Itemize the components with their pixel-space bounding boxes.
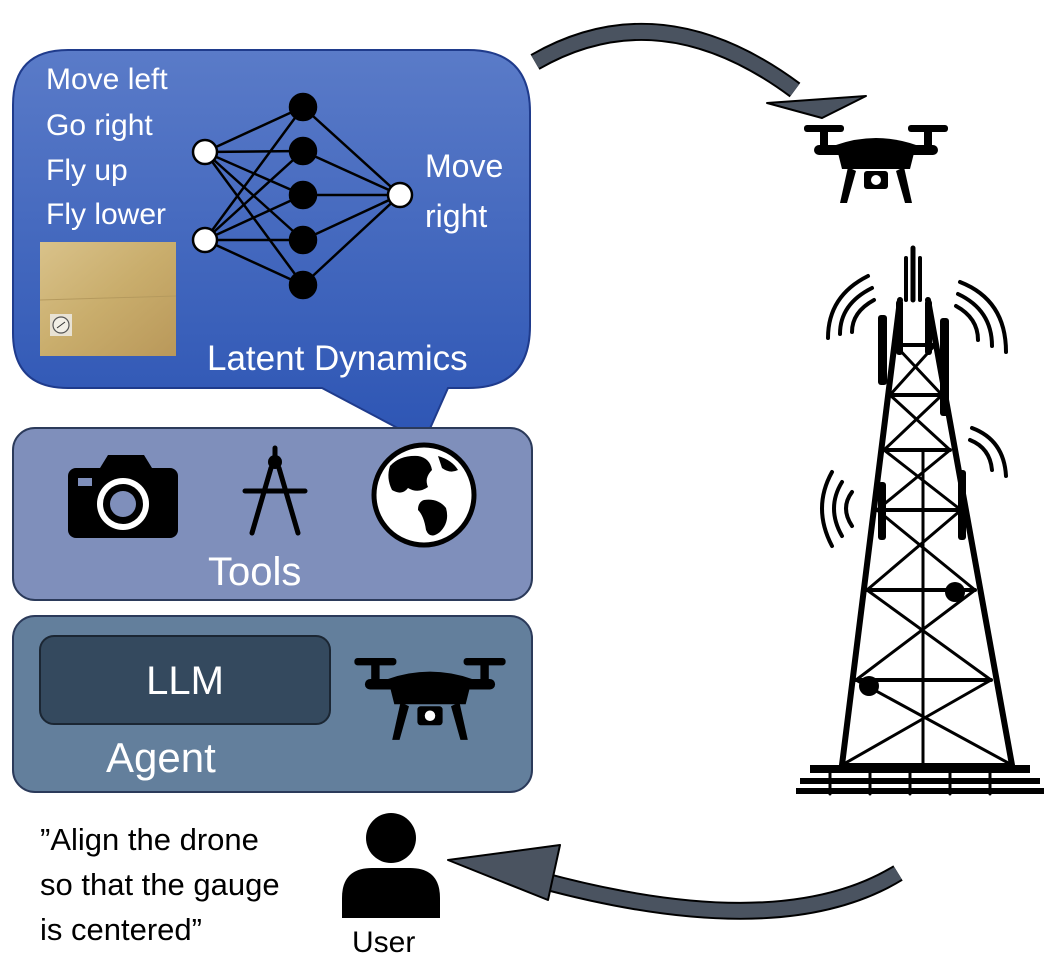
arrow-to-user	[447, 844, 903, 920]
globe-icon	[371, 442, 477, 548]
output-move: Move	[425, 148, 503, 184]
llm-label: LLM	[146, 659, 224, 703]
command-fly-lower: Fly lower	[46, 198, 166, 231]
tools-title: Tools	[208, 550, 301, 594]
scene-drone-icon	[804, 125, 948, 203]
command-go-right: Go right	[46, 109, 153, 142]
prompt-line-1: ”Align the drone	[40, 822, 259, 857]
prompt-line-3: is centered”	[40, 912, 202, 947]
tools-panel: Tools	[12, 427, 533, 601]
agent-title: Agent	[106, 734, 216, 781]
agent-panel: LLM Agent	[12, 615, 533, 793]
compass-icon	[242, 445, 308, 536]
command-move-left: Move left	[46, 63, 168, 96]
arrow-to-drone	[530, 22, 867, 119]
camera-view-image	[39, 242, 177, 356]
neural-network-icon	[191, 92, 414, 300]
user-icon	[342, 813, 440, 918]
prompt-line-2: so that the gauge	[40, 867, 280, 902]
output-right: right	[425, 198, 487, 234]
command-fly-up: Fly up	[46, 154, 128, 187]
user-prompt: ”Align the drone so that the gauge is ce…	[40, 822, 280, 947]
camera-icon	[68, 455, 178, 538]
latent-dynamics-title: Latent Dynamics	[207, 339, 468, 378]
latent-dynamics-panel: Move left Go right Fly up Fly lower	[12, 49, 531, 444]
user-label: User	[352, 926, 415, 959]
cell-tower-icon	[796, 245, 1044, 796]
llm-box	[39, 635, 331, 725]
